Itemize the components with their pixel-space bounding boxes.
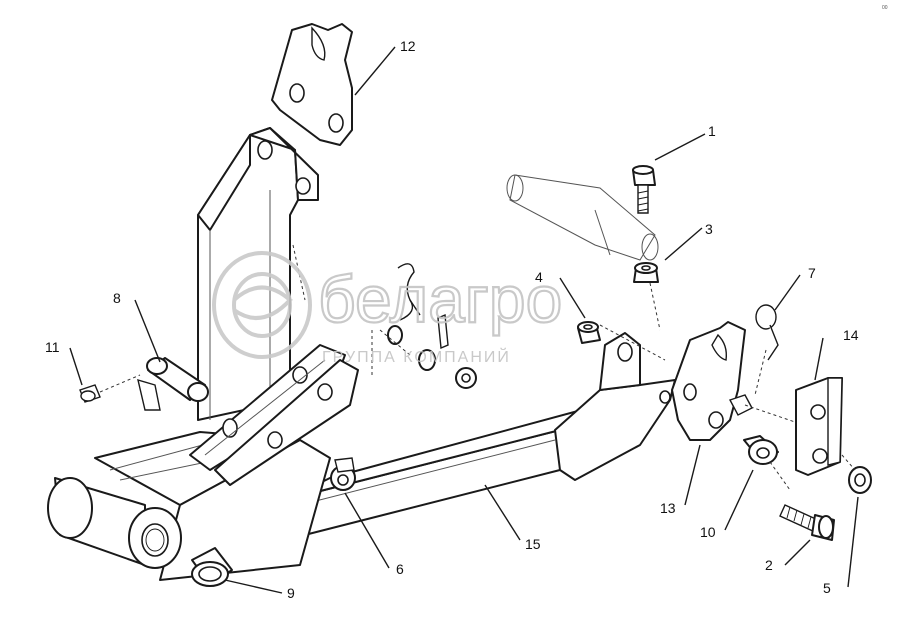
part-12-hook-plate: [271, 23, 353, 146]
pivot-cylinder: [47, 477, 182, 569]
callout-14: 14: [843, 327, 859, 343]
callout-11: 11: [45, 339, 60, 355]
corner-code: 00: [882, 5, 888, 11]
bracket-plates: [189, 344, 359, 486]
part-10-bushing: [743, 435, 779, 465]
part-8-pin: [137, 357, 209, 411]
watermark-brand: белагро: [318, 262, 562, 336]
center-fasteners: [371, 263, 477, 389]
part-1-bolt: [632, 165, 656, 214]
callout-10: 10: [700, 524, 716, 540]
vertical-tower: [197, 127, 319, 421]
callout-13: 13: [660, 500, 676, 516]
callout-2: 2: [765, 557, 773, 573]
callout-6: 6: [396, 561, 404, 577]
callout-9: 9: [287, 585, 295, 601]
part-7-spring-pin: [754, 304, 779, 396]
watermark-tagline: ГРУППА КОМПАНИЙ: [322, 347, 511, 366]
watermark: белагро ГРУППА КОМПАНИЙ: [212, 251, 563, 366]
part-9-bushing: [191, 547, 233, 587]
beam-end-bracket: [554, 332, 676, 481]
part-11-grease-nipple: [79, 384, 101, 403]
leader-lines: [69, 46, 859, 594]
callout-4: 4: [535, 269, 543, 285]
callout-1: 1: [708, 123, 716, 139]
part-6-clip: [330, 457, 356, 491]
callout-15: 15: [525, 536, 541, 552]
callout-7: 7: [808, 265, 816, 281]
callouts: 1 2 3 4 5 6 7 8 9 10 11 12 13 14 15: [45, 38, 859, 601]
ghost-shaft: [506, 174, 659, 261]
part-14-plate: [795, 377, 843, 476]
part-4-nut: [577, 321, 601, 344]
callout-8: 8: [113, 290, 121, 306]
part-3-nut: [633, 262, 659, 283]
callout-5: 5: [823, 580, 831, 596]
callout-3: 3: [705, 221, 713, 237]
part-5-washer: [848, 466, 872, 494]
callout-12: 12: [400, 38, 416, 54]
part-2-bolt: [779, 504, 835, 541]
part-13-hook-plate: [671, 321, 753, 441]
assembly-lines: [99, 244, 856, 491]
